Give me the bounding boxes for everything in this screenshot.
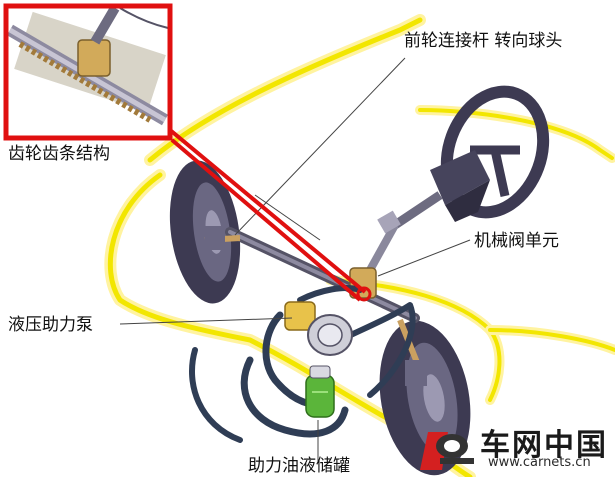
steering-column	[366, 150, 490, 272]
zoom-connector	[150, 113, 372, 302]
hydraulic-pump	[284, 301, 353, 356]
watermark-url: www.carnets.cn	[488, 455, 591, 470]
label-rack-pinion: 齿轮齿条结构	[8, 144, 110, 164]
fluid-reservoir	[305, 365, 335, 418]
carnets-logo-icon	[420, 432, 474, 470]
label-reservoir: 助力油液储罐	[248, 456, 350, 476]
label-tie-rod: 前轮连接杆 转向球头	[404, 31, 563, 51]
watermark-brand: 车网中国	[480, 428, 608, 463]
hydraulic-hoses	[189, 285, 416, 443]
highlight-box	[3, 3, 173, 141]
rack-pinion-inset	[3, 3, 173, 141]
label-pump: 液压助力泵	[8, 315, 93, 335]
label-valve-unit: 机械阀单元	[474, 231, 559, 251]
